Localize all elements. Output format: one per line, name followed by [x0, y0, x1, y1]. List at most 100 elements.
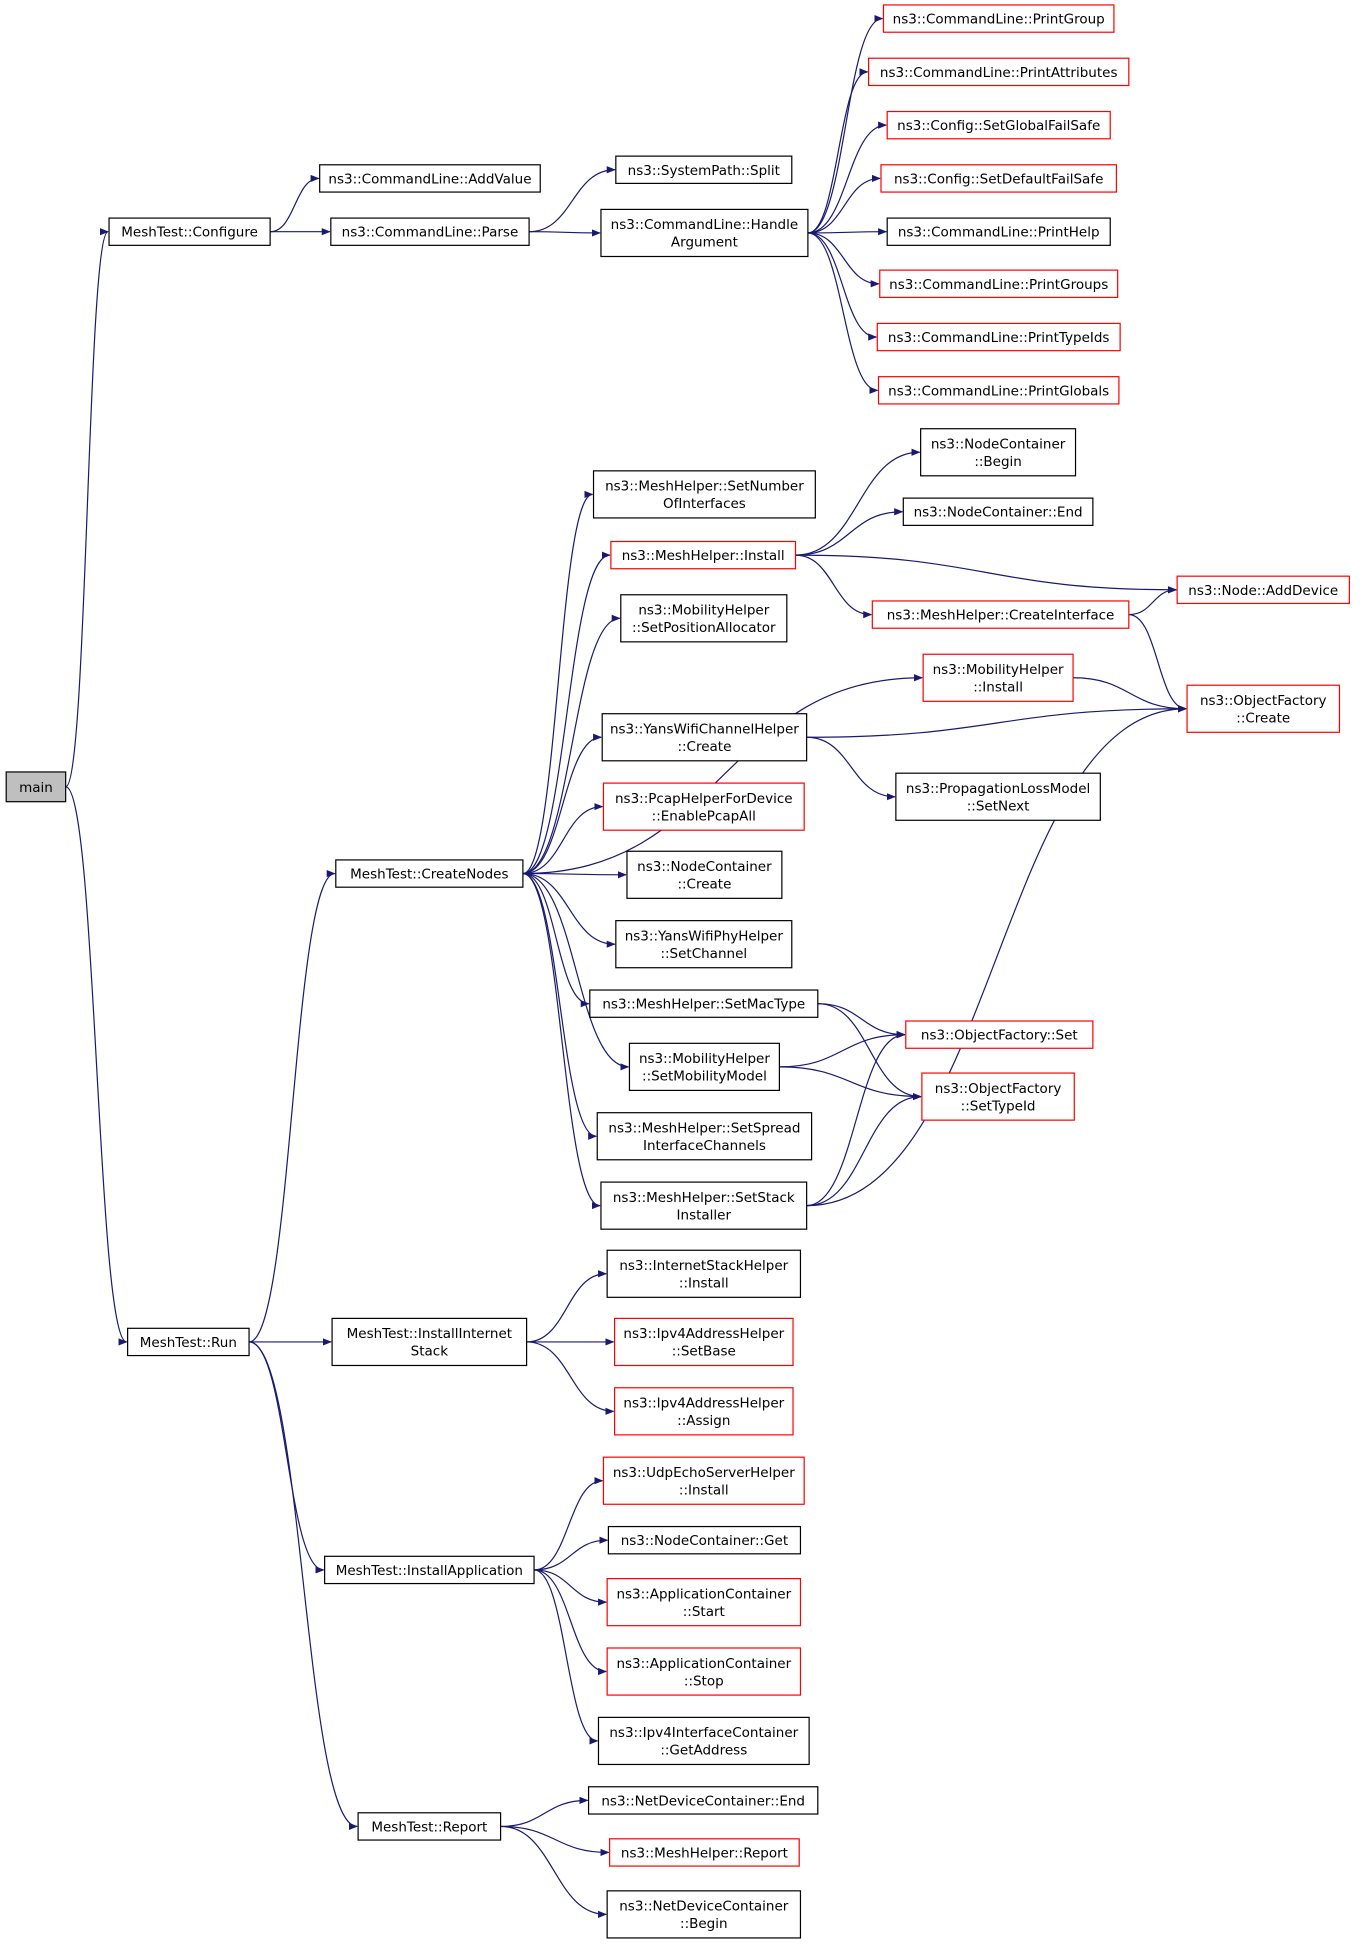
- node-setchannel[interactable]: ns3::YansWifiPhyHelper::SetChannel: [615, 920, 793, 969]
- node-setspread[interactable]: ns3::MeshHelper::SetSpreadInterfaceChann…: [596, 1112, 813, 1161]
- node-meshinstall[interactable]: ns3::MeshHelper::Install: [610, 540, 797, 570]
- node-udpinstall[interactable]: ns3::UdpEchoServerHelper::Install: [602, 1456, 805, 1505]
- node-nccreate[interactable]: ns3::NodeContainer::Create: [626, 850, 783, 899]
- node-box: [880, 164, 1118, 193]
- node-acstart[interactable]: ns3::ApplicationContainer::Start: [606, 1578, 802, 1627]
- node-label: ns3::NodeContainer: [931, 437, 1066, 453]
- node-box: [886, 217, 1111, 246]
- call-edge-handlearg-setdefaultfailsafe: [807, 174, 881, 234]
- node-split[interactable]: ns3::SystemPath::Split: [615, 155, 793, 184]
- node-box: [335, 859, 524, 888]
- node-mobinstall[interactable]: ns3::MobilityHelper::Install: [922, 653, 1074, 702]
- node-box: [895, 772, 1101, 821]
- node-meshreport[interactable]: ns3::MeshHelper::Report: [609, 1838, 800, 1867]
- call-edge-meshinstall-ncbegin: [795, 448, 921, 556]
- call-edge-createnodes-setstack: [522, 872, 601, 1210]
- node-adddevice[interactable]: ns3::Node::AddDevice: [1176, 575, 1350, 605]
- node-installapp[interactable]: MeshTest::InstallApplication: [324, 1555, 535, 1585]
- node-setglobalfailsafe[interactable]: ns3::Config::SetGlobalFailSafe: [886, 110, 1111, 140]
- call-edge-main-run: [65, 786, 128, 1346]
- node-yanschcreate[interactable]: ns3::YansWifiChannelHelper::Create: [601, 713, 808, 762]
- node-label: Argument: [671, 235, 738, 251]
- node-label: ::SetTypeId: [961, 1098, 1036, 1114]
- node-box: [1176, 575, 1350, 605]
- call-edge-createnodes-setchannel: [522, 872, 616, 948]
- node-box: [628, 1042, 780, 1092]
- call-edge-setmobmodel-ofsettypeid: [779, 1066, 922, 1101]
- node-printhelp[interactable]: ns3::CommandLine::PrintHelp: [886, 217, 1111, 246]
- node-box: [610, 540, 797, 570]
- node-box: [319, 164, 541, 193]
- node-setdefaultfailsafe[interactable]: ns3::Config::SetDefaultFailSafe: [880, 164, 1118, 193]
- node-ishinstall[interactable]: ns3::InternetStackHelper::Install: [606, 1249, 802, 1298]
- call-edge-installapp-ncget: [534, 1536, 609, 1571]
- edges-layer: [65, 15, 1187, 1918]
- node-box: [615, 920, 793, 969]
- call-edge-handlearg-printtypeids: [807, 232, 878, 341]
- node-plmsetnext[interactable]: ns3::PropagationLossModel::SetNext: [895, 772, 1101, 821]
- node-ncend[interactable]: ns3::NodeContainer::End: [902, 497, 1094, 526]
- node-label: InterfaceChannels: [643, 1138, 766, 1154]
- node-ofset[interactable]: ns3::ObjectFactory::Set: [905, 1020, 1094, 1049]
- node-ipv4setbase[interactable]: ns3::Ipv4AddressHelper::SetBase: [613, 1317, 794, 1367]
- node-box: [626, 850, 783, 899]
- node-box: [607, 1525, 802, 1555]
- call-edge-installapp-acstop: [534, 1569, 608, 1676]
- node-acstop[interactable]: ns3::ApplicationContainer::Stop: [606, 1647, 802, 1696]
- node-ofsettypeid[interactable]: ns3::ObjectFactory::SetTypeId: [921, 1072, 1075, 1121]
- node-createinterface[interactable]: ns3::MeshHelper::CreateInterface: [871, 600, 1130, 629]
- node-label: ns3::MeshHelper::SetStack: [613, 1190, 795, 1206]
- node-printgroup[interactable]: ns3::CommandLine::PrintGroup: [882, 4, 1115, 33]
- node-getaddress[interactable]: ns3::Ipv4InterfaceContainer::GetAddress: [597, 1716, 810, 1766]
- node-ofcreate[interactable]: ns3::ObjectFactory::Create: [1186, 684, 1341, 733]
- node-box: [882, 4, 1115, 33]
- node-label: ns3::CommandLine::Parse: [342, 225, 519, 241]
- node-label: ns3::CommandLine::PrintHelp: [898, 225, 1100, 241]
- node-box: [876, 322, 1121, 352]
- node-printtypeids[interactable]: ns3::CommandLine::PrintTypeIds: [876, 322, 1121, 352]
- node-ncbegin[interactable]: ns3::NodeContainer::Begin: [920, 428, 1077, 477]
- node-box: [613, 1317, 794, 1367]
- node-createnodes[interactable]: MeshTest::CreateNodes: [335, 859, 524, 888]
- node-configure[interactable]: MeshTest::Configure: [108, 217, 271, 246]
- node-box: [606, 1890, 802, 1939]
- node-setmactype[interactable]: ns3::MeshHelper::SetMacType: [589, 989, 819, 1018]
- node-ipv4assign[interactable]: ns3::Ipv4AddressHelper::Assign: [613, 1387, 794, 1436]
- node-label: ::SetBase: [672, 1344, 736, 1360]
- node-ndcend[interactable]: ns3::NetDeviceContainer::End: [587, 1786, 819, 1815]
- node-run[interactable]: MeshTest::Run: [127, 1327, 250, 1357]
- node-box: [5, 771, 67, 803]
- call-edge-setmactype-ofset: [817, 1003, 906, 1039]
- node-setmobmodel[interactable]: ns3::MobilityHelper::SetMobilityModel: [628, 1042, 780, 1092]
- node-printglobals[interactable]: ns3::CommandLine::PrintGlobals: [877, 376, 1120, 405]
- node-label: ::EnablePcapAll: [652, 808, 756, 824]
- node-printattributes[interactable]: ns3::CommandLine::PrintAttributes: [868, 57, 1130, 87]
- node-label: ns3::NetDeviceContainer::End: [601, 1793, 805, 1809]
- call-edge-main-configure: [65, 228, 109, 788]
- node-ndcbegin[interactable]: ns3::NetDeviceContainer::Begin: [606, 1890, 802, 1939]
- node-label: MeshTest::Report: [371, 1819, 487, 1835]
- node-pcapall[interactable]: ns3::PcapHelperForDevice::EnablePcapAll: [602, 782, 805, 831]
- node-label: MeshTest::CreateNodes: [350, 867, 508, 883]
- node-main[interactable]: main: [5, 771, 67, 803]
- node-box: [609, 1838, 800, 1867]
- call-edge-createnodes-meshinstall: [522, 551, 611, 875]
- node-label: ns3::ApplicationContainer: [616, 1586, 791, 1602]
- node-parse[interactable]: ns3::CommandLine::Parse: [330, 217, 530, 246]
- node-label: ns3::CommandLine::PrintGroups: [889, 277, 1108, 293]
- node-box: [589, 989, 819, 1018]
- node-label: ns3::MeshHelper::SetMacType: [602, 997, 805, 1013]
- node-label: MeshTest::InstallApplication: [336, 1563, 523, 1579]
- node-setposalloc[interactable]: ns3::MobilityHelper::SetPositionAllocato…: [620, 594, 788, 643]
- node-box: [613, 1387, 794, 1436]
- node-report[interactable]: MeshTest::Report: [357, 1812, 502, 1841]
- node-addvalue[interactable]: ns3::CommandLine::AddValue: [319, 164, 541, 193]
- call-edge-report-ndcbegin: [500, 1825, 608, 1918]
- node-printgroups[interactable]: ns3::CommandLine::PrintGroups: [879, 269, 1119, 298]
- node-box: [602, 1456, 805, 1505]
- node-ncget[interactable]: ns3::NodeContainer::Get: [607, 1525, 802, 1555]
